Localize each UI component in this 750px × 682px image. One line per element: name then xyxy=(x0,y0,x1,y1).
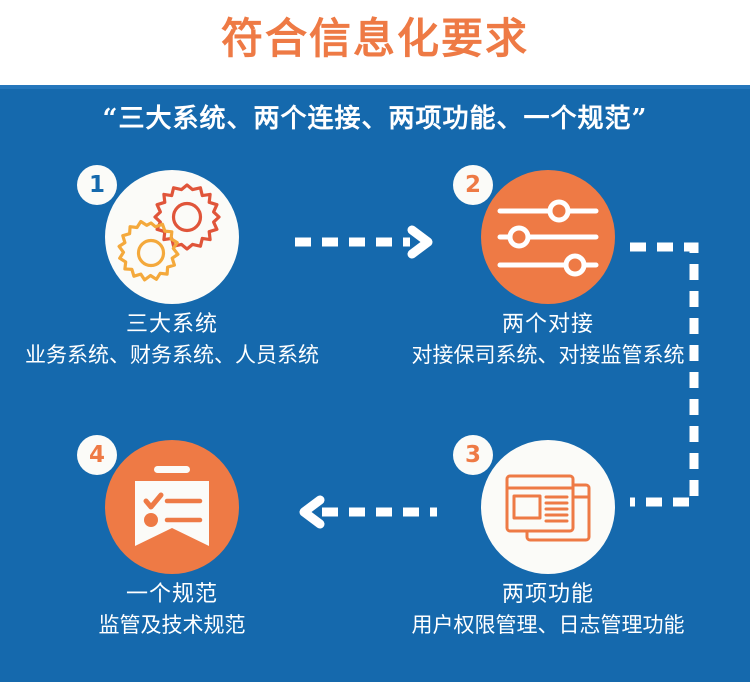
panel-top-edge xyxy=(0,85,750,89)
node-3-badge: 3 xyxy=(453,435,493,475)
node-4-caption: 一个规范 监管及技术规范 xyxy=(7,580,337,640)
sliders-icon xyxy=(481,170,615,304)
node-1-badge: 1 xyxy=(77,165,117,205)
node-3-graphic: 3 xyxy=(398,435,698,580)
node-4-headline: 一个规范 xyxy=(125,582,218,607)
node-4-detail: 监管及技术规范 xyxy=(98,613,246,637)
node-2-graphic: 2 xyxy=(398,165,698,310)
node-one-standard[interactable]: 4 一个规范 监管及技术规范 xyxy=(22,435,322,640)
node-1-graphic: 1 xyxy=(22,165,322,310)
node-1-caption: 三大系统 业务系统、财务系统、人员系统 xyxy=(7,310,337,370)
node-2-headline: 两个对接 xyxy=(501,312,594,337)
node-3-detail: 用户权限管理、日志管理功能 xyxy=(411,613,685,637)
node-3-headline: 两项功能 xyxy=(501,582,594,607)
node-two-functions[interactable]: 3 两项功能 用户权限管理、日志管理功能 xyxy=(398,435,698,640)
windows-layers-icon xyxy=(481,440,615,574)
node-4-graphic: 4 xyxy=(22,435,322,580)
node-three-systems[interactable]: 1 三大系统 业务系统、财务系统、人员系统 xyxy=(22,165,322,370)
two-gears-icon xyxy=(105,170,239,304)
page-title: 符合信息化要求 xyxy=(220,14,529,63)
node-1-detail: 业务系统、财务系统、人员系统 xyxy=(25,343,319,367)
node-two-integrations[interactable]: 2 两个对接 对接保司系统、对接监管系统 xyxy=(398,165,698,370)
node-4-badge: 4 xyxy=(77,435,117,475)
node-2-caption: 两个对接 对接保司系统、对接监管系统 xyxy=(383,310,713,370)
header-band xyxy=(0,0,750,85)
node-1-headline: 三大系统 xyxy=(125,312,218,337)
node-2-badge: 2 xyxy=(453,165,493,205)
subtitle: “三大系统、两个连接、两项功能、一个规范” xyxy=(102,104,648,134)
node-2-detail: 对接保司系统、对接监管系统 xyxy=(411,343,685,367)
body-panel xyxy=(0,85,750,682)
node-3-caption: 两项功能 用户权限管理、日志管理功能 xyxy=(383,580,713,640)
certificate-icon xyxy=(105,440,239,574)
